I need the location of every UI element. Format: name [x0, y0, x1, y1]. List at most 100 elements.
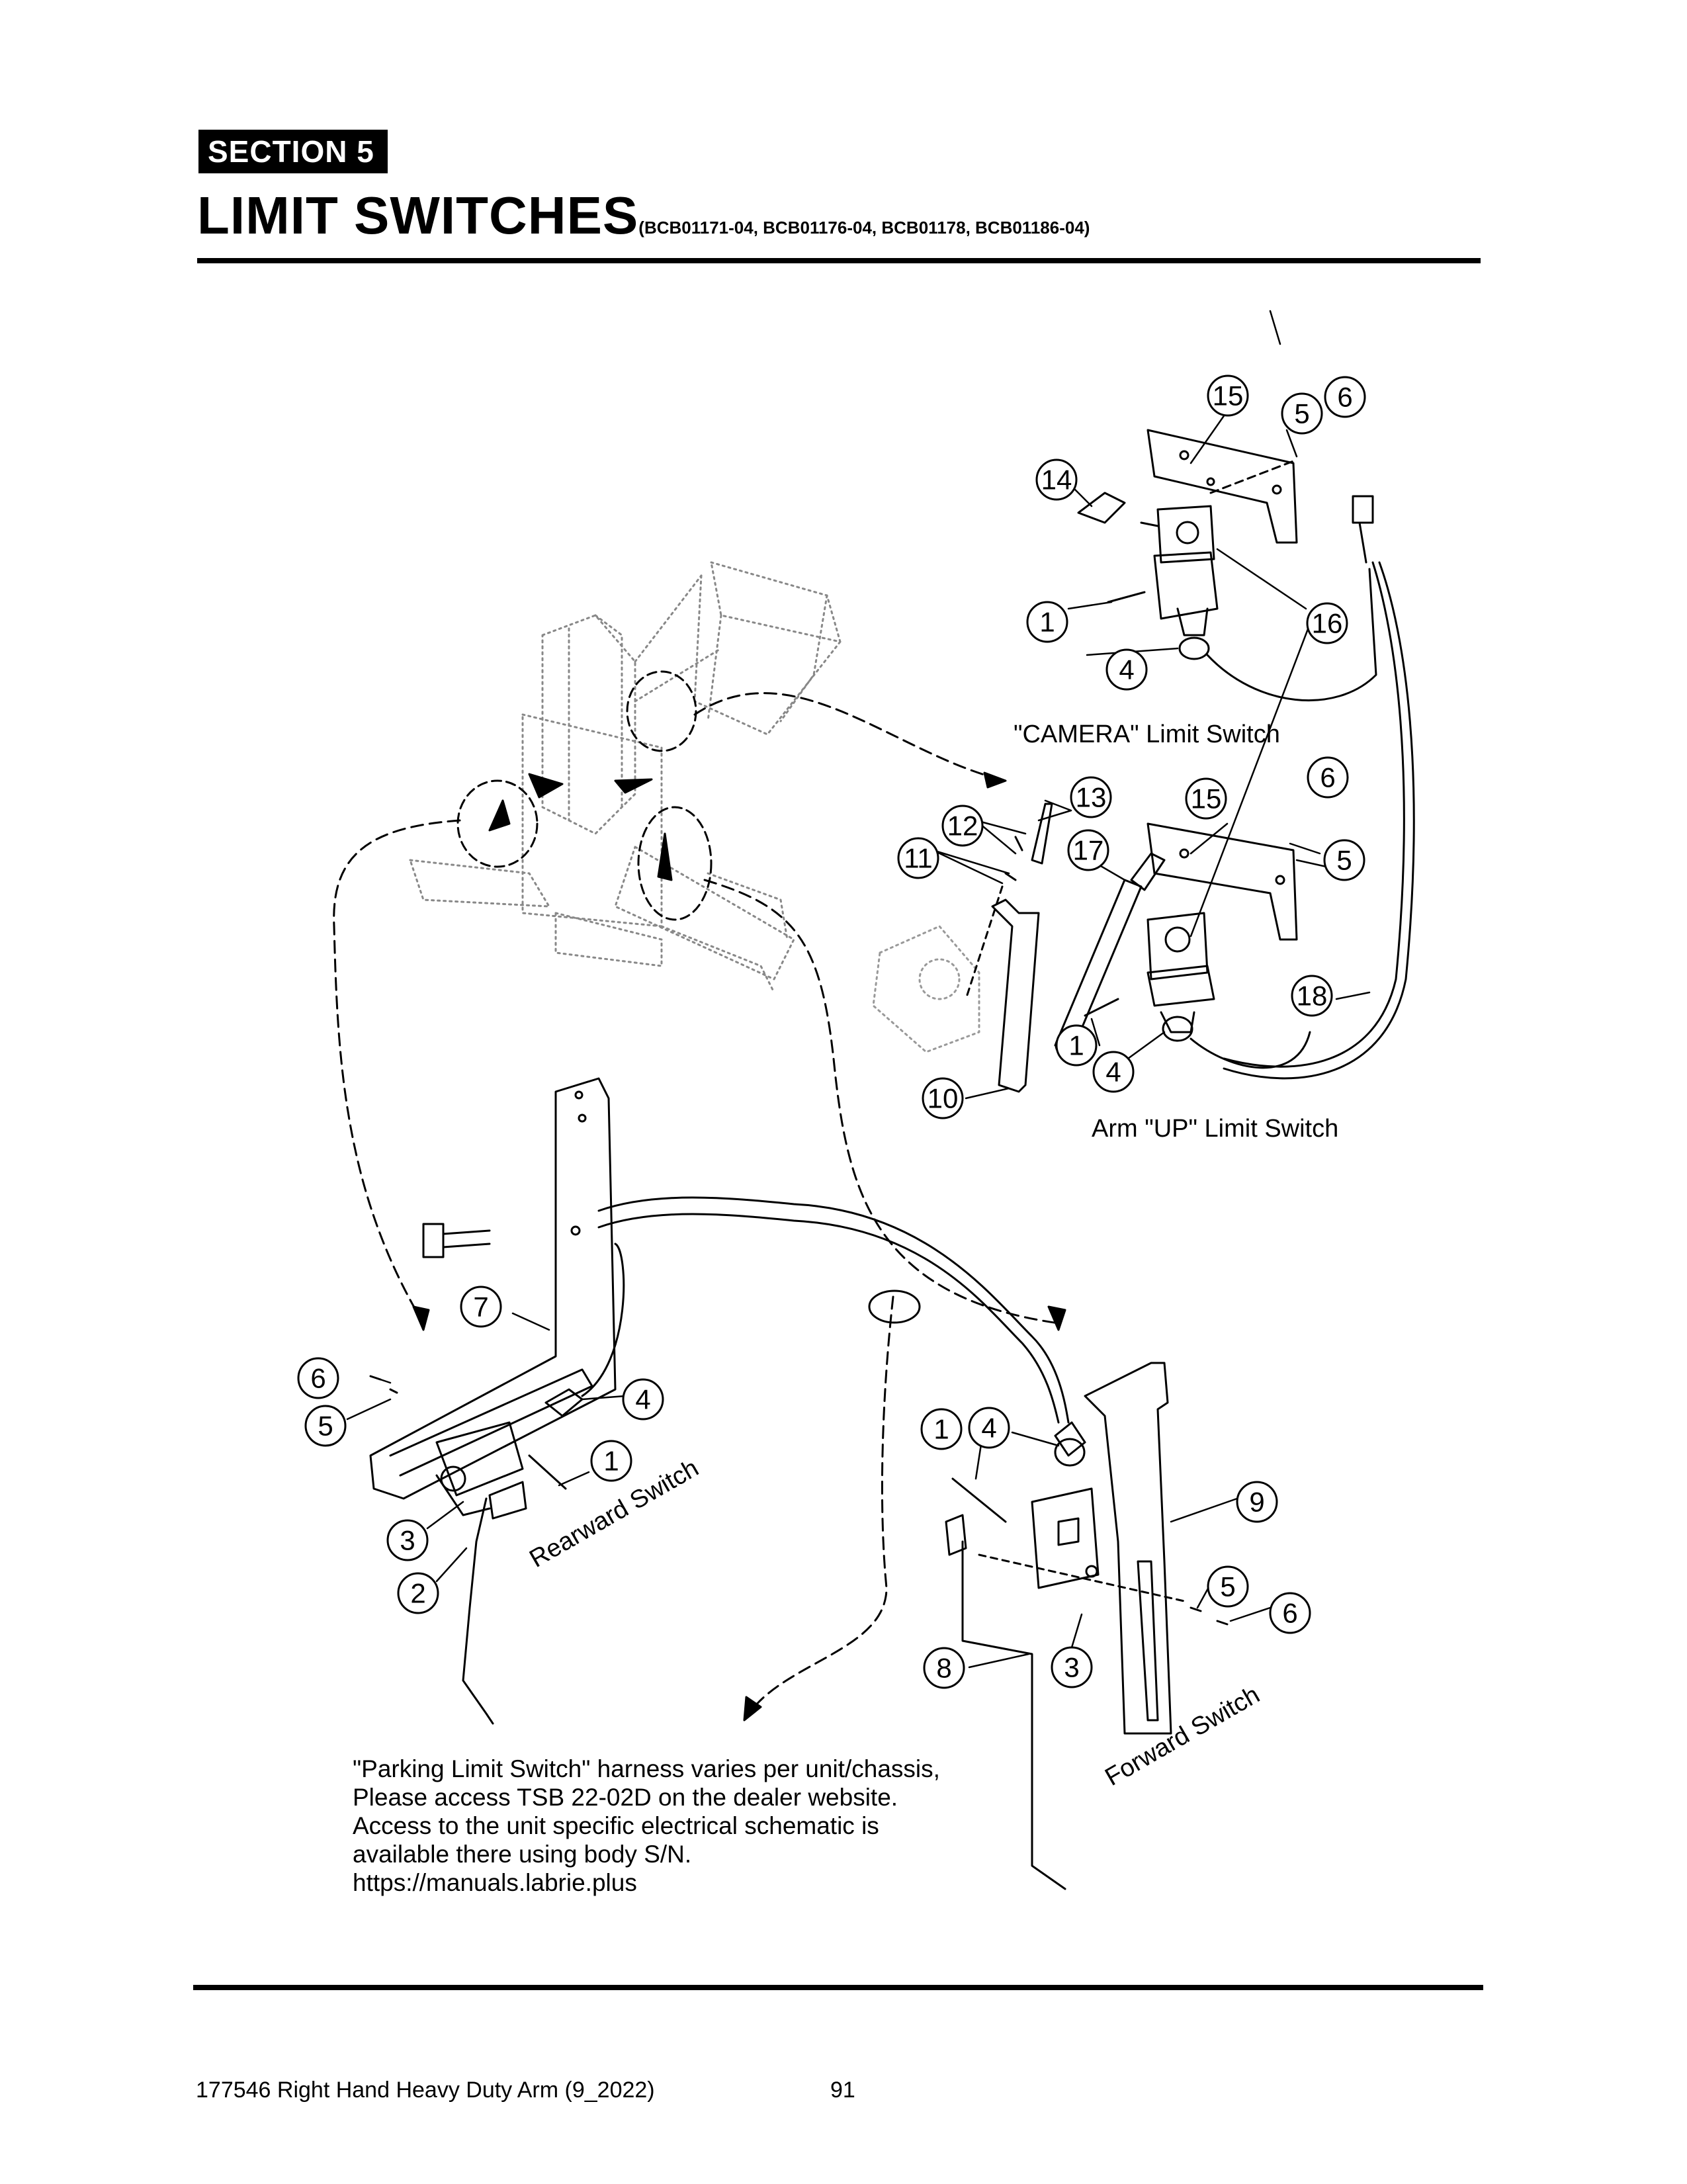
bracket-10	[991, 898, 1040, 1093]
callout-4b-circle	[1092, 1051, 1135, 1093]
callout-11: 11	[904, 843, 933, 874]
cam-outline	[872, 925, 980, 1053]
leader-parking-head	[743, 1696, 762, 1722]
screw-1c	[528, 1454, 567, 1490]
callout-2: 2	[410, 1578, 425, 1609]
arm-assembly	[409, 561, 842, 994]
callout-14: 14	[1041, 464, 1072, 496]
title-main: LIMIT SWITCHES	[197, 186, 639, 245]
note-line: available there using body S/N.	[353, 1841, 692, 1868]
bracket-7	[369, 1077, 617, 1500]
callout-7: 7	[473, 1291, 488, 1323]
note-line: Please access TSB 22-02D on the dealer w…	[353, 1784, 898, 1811]
bracket-15a	[1146, 429, 1298, 544]
callout-3a: 3	[400, 1525, 415, 1556]
parking-switch-note: "Parking Limit Switch" harness varies pe…	[353, 1755, 940, 1897]
callout-16-circle	[1306, 602, 1348, 644]
callout-6d-circle	[1269, 1592, 1311, 1634]
callout-4c: 4	[635, 1384, 650, 1415]
title-models: (BCB01171-04, BCB01176-04, BCB01178, BCB…	[638, 218, 1090, 238]
leader-parking	[753, 1295, 894, 1708]
callout-5a-circle	[1281, 392, 1323, 435]
callout-5c-circle	[304, 1405, 347, 1447]
callout-4d-circle	[968, 1407, 1010, 1449]
callout-1a-circle	[1026, 601, 1068, 643]
callout-15b: 15	[1191, 783, 1222, 814]
section-badge: SECTION 5	[198, 130, 388, 173]
callout-5b-circle	[1323, 839, 1365, 881]
callout-3b: 3	[1064, 1652, 1079, 1683]
leader-forward	[703, 879, 1060, 1325]
harness-break-circle	[868, 1289, 921, 1324]
callout-7-circle	[460, 1286, 502, 1328]
harness-plug-rear	[422, 1223, 445, 1258]
leader-rear-head	[412, 1305, 430, 1331]
switch-16-head	[1156, 505, 1215, 564]
callout-3b-circle	[1051, 1646, 1093, 1688]
arrow-head-small-1	[528, 773, 564, 799]
nut-washer-forward	[1190, 1606, 1229, 1626]
switch-rear-base	[435, 1474, 491, 1516]
leader-forward-head	[1047, 1305, 1066, 1331]
callout-2-circle	[397, 1572, 439, 1614]
page-title: LIMIT SWITCHES(BCB01171-04, BCB01176-04,…	[197, 185, 1090, 246]
callout-12-circle	[941, 805, 984, 847]
bracket-9	[1084, 1362, 1172, 1735]
callout-18-circle	[1291, 975, 1333, 1017]
switch-16-body	[1153, 551, 1219, 620]
callout-9: 9	[1249, 1487, 1264, 1518]
callout-10: 10	[928, 1083, 959, 1114]
connector-4a	[1176, 607, 1209, 636]
callout-8-circle	[923, 1647, 965, 1689]
callout-6c-circle	[297, 1357, 339, 1399]
top-rule	[197, 258, 1481, 263]
callout-6b-circle	[1307, 756, 1349, 799]
callout-circles	[297, 374, 1366, 1689]
callout-1d: 1	[933, 1414, 949, 1445]
pin-13	[1031, 803, 1053, 865]
bracket-15b	[1146, 822, 1298, 941]
callout-11-circle	[897, 837, 939, 879]
callout-4a: 4	[1119, 654, 1134, 685]
callout-10-circle	[922, 1077, 964, 1119]
callout-3a-circle	[386, 1519, 429, 1561]
leader-camera-head	[983, 771, 1007, 789]
harness-camera	[1206, 568, 1377, 702]
leader-rear	[333, 819, 461, 1325]
callout-6b: 6	[1320, 762, 1335, 793]
callout-4d: 4	[981, 1413, 996, 1444]
callout-5d-circle	[1207, 1565, 1249, 1608]
switch-rear-body	[435, 1421, 524, 1497]
screw-1d	[951, 1477, 1007, 1523]
harness-rear-down	[581, 1243, 625, 1397]
callout-5c: 5	[318, 1411, 333, 1442]
detail-circle-camera	[626, 670, 697, 752]
callout-17: 17	[1073, 835, 1104, 866]
callout-16: 16	[1312, 608, 1343, 639]
bracket-7-slot	[389, 1368, 593, 1477]
detail-part-rear	[488, 799, 511, 832]
note-line: "Parking Limit Switch" harness varies pe…	[353, 1755, 940, 1782]
label-camera-switch: "CAMERA" Limit Switch	[1014, 721, 1280, 748]
callout-8: 8	[936, 1653, 951, 1684]
callout-1d-circle	[920, 1408, 963, 1450]
nut-washer-rear	[369, 1375, 398, 1394]
callout-5d: 5	[1220, 1571, 1235, 1602]
callout-14-circle	[1035, 459, 1078, 501]
leader-camera	[693, 692, 1007, 782]
switch-arm-up-body	[1146, 965, 1215, 1007]
callout-1b: 1	[1068, 1030, 1084, 1061]
page-number: 91	[830, 2077, 855, 2103]
callout-1c: 1	[603, 1446, 619, 1477]
callout-6c: 6	[310, 1363, 325, 1394]
part-14	[1077, 492, 1126, 524]
callout-leaders	[346, 310, 1371, 1669]
callout-5a: 5	[1294, 398, 1309, 429]
lever-8-head	[945, 1514, 967, 1556]
arrow-head-small-2	[614, 778, 653, 794]
label-forward-switch: Forward Switch	[1101, 1681, 1265, 1791]
callout-1c-circle	[590, 1440, 632, 1482]
callout-15a-circle	[1207, 374, 1249, 417]
detail-part-forward	[657, 832, 673, 881]
